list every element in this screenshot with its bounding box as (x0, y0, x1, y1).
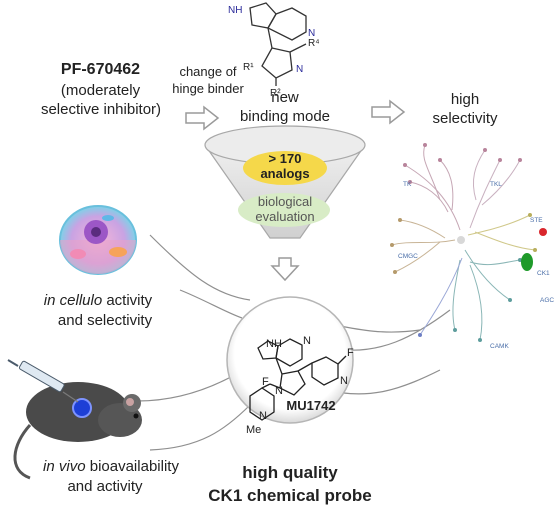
kinome-leaves (390, 143, 537, 342)
vivo-italic: in vivo (43, 458, 86, 475)
kinome-label-camk: CAMK (490, 343, 509, 350)
probe-structure (249, 338, 347, 421)
probe-quality-line1: high quality (242, 463, 338, 482)
chem-label-nh: NH (228, 5, 242, 16)
evaluation-line1: biological (257, 194, 313, 209)
kinome-label-tk: TK (403, 181, 412, 188)
kinome-label-ste: STE (530, 217, 543, 224)
step3-line2: selectivity (432, 110, 498, 127)
cell-illustration (59, 205, 137, 275)
cellulo-line1: in cellulo activity (4, 291, 192, 310)
chem-label-r2: R² (270, 88, 281, 99)
step1-line2: hinge binder (172, 81, 244, 96)
arrow-down-icon (270, 257, 300, 282)
cellulo-line2: and selectivity (57, 312, 153, 329)
cellulo-italic: in cellulo (43, 292, 103, 309)
probe-label-f-aryl: F (347, 347, 354, 359)
step2-line1: new (271, 89, 299, 106)
mouse-illustration (13, 382, 142, 480)
probe-label-n-pyr: N (303, 335, 311, 347)
chem-label-r4: R⁴ (308, 38, 320, 49)
analogs-label: analogs (260, 166, 310, 181)
chem-label-n-imidazole: N (296, 64, 303, 75)
compound-desc-line2: selective inhibitor) (40, 101, 162, 118)
probe-quality-line2: CK1 chemical probe (208, 486, 372, 505)
chem-label-n-pyridine: N (308, 28, 315, 39)
step1-line1: change of (179, 64, 237, 79)
step2-line2: binding mode (239, 108, 331, 125)
evaluation-line2: evaluation (255, 209, 315, 224)
ste-highlight (539, 228, 547, 236)
probe-label-n-fpyr: N (340, 375, 348, 387)
probe-label-nh: NH (266, 338, 282, 350)
evaluation-highlight (238, 193, 330, 227)
compound-desc-line1: (moderately (60, 82, 141, 99)
probe-circle (226, 296, 354, 424)
probe-label-f-pip: F (262, 376, 269, 388)
arrow-step1-icon (185, 105, 220, 131)
syringe-icon (7, 359, 79, 403)
probe-label-n-pip: N (259, 410, 267, 422)
ck1-highlight (521, 253, 533, 271)
vivo-line1: in vivo bioavailability (6, 457, 216, 476)
kinome-tree (391, 144, 536, 341)
compound-name: PF-670462 (60, 61, 141, 78)
step3-line1: high (450, 91, 480, 108)
probe-label-me: Me (246, 424, 261, 436)
analogs-highlight (243, 151, 327, 185)
arrow-step2-icon (371, 99, 406, 125)
kinome-label-cmgc: CMGC (398, 253, 418, 260)
probe-label-n-imid: N (275, 385, 283, 397)
scaffold-structure (249, 2, 307, 86)
analogs-count: > 170 (268, 151, 302, 166)
cellulo-rest: activity (102, 292, 153, 309)
vivo-rest: bioavailability (85, 458, 179, 475)
probe-name: MU1742 (286, 398, 336, 413)
kinome-label-agc: AGC (540, 297, 554, 304)
vivo-line2: and activity (67, 478, 143, 495)
chem-label-r1: R¹ (243, 62, 254, 73)
kinome-label-ck1: CK1 (537, 270, 550, 277)
kinome-label-tkl: TKL (490, 181, 502, 188)
